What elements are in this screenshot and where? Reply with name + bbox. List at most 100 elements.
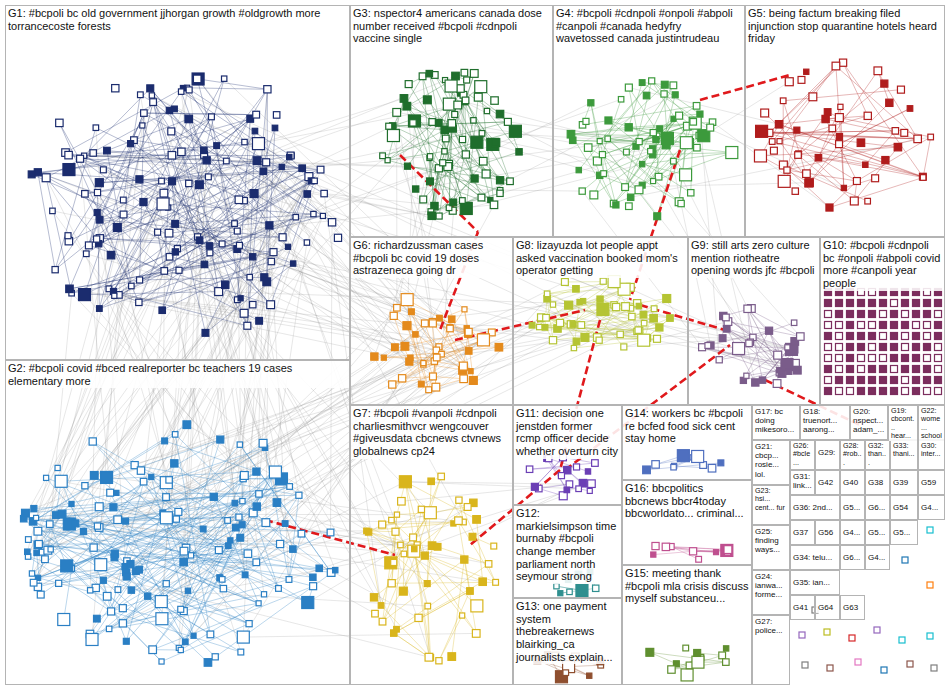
vertex-icon bbox=[169, 178, 176, 185]
vertex-icon bbox=[651, 552, 656, 557]
vertex-icon bbox=[178, 606, 184, 612]
vertex-icon bbox=[744, 373, 749, 378]
vertex-icon bbox=[224, 158, 230, 164]
vertex-icon bbox=[601, 171, 607, 177]
vertex-icon bbox=[719, 335, 726, 342]
vertex-icon bbox=[696, 556, 702, 562]
vertex-icon bbox=[149, 474, 154, 479]
vertex-icon bbox=[175, 508, 182, 515]
vertex-icon bbox=[287, 154, 292, 159]
network-edge bbox=[38, 501, 243, 531]
vertex-icon bbox=[435, 120, 442, 127]
network-edge bbox=[144, 156, 292, 482]
network-edge bbox=[176, 445, 240, 519]
vertex-icon bbox=[389, 517, 395, 523]
vertex-icon bbox=[196, 181, 204, 189]
network-edge bbox=[90, 519, 176, 634]
vertex-icon bbox=[206, 243, 212, 249]
vertex-icon bbox=[469, 377, 477, 385]
vertex-icon bbox=[90, 544, 97, 551]
vertex-icon bbox=[413, 332, 418, 337]
vertex-icon bbox=[365, 529, 371, 535]
vertex-icon bbox=[252, 128, 258, 134]
vertex-icon bbox=[578, 322, 585, 329]
network-edge bbox=[878, 71, 889, 103]
vertex-icon bbox=[457, 85, 464, 92]
network-edge bbox=[405, 482, 424, 556]
network-edge bbox=[427, 481, 431, 583]
network-edge bbox=[119, 295, 469, 351]
vertex-icon bbox=[493, 579, 499, 585]
vertex-icon bbox=[65, 233, 71, 239]
network-edge bbox=[439, 318, 470, 371]
vertex-icon bbox=[526, 466, 532, 472]
vertex-icon bbox=[186, 180, 192, 186]
vertex-icon bbox=[544, 291, 550, 297]
vertex-icon bbox=[636, 303, 641, 308]
vertex-icon bbox=[719, 652, 726, 659]
network-edge bbox=[114, 181, 311, 296]
network-edge bbox=[33, 521, 130, 564]
network-edge bbox=[369, 532, 428, 584]
network-edge bbox=[205, 264, 293, 333]
vertex-icon bbox=[464, 504, 471, 511]
vertex-icon bbox=[766, 327, 773, 334]
network-edge bbox=[99, 181, 162, 244]
vertex-icon bbox=[317, 166, 324, 173]
vertex-icon bbox=[770, 147, 777, 154]
vertex-icon bbox=[829, 125, 836, 132]
network-edge bbox=[46, 178, 111, 255]
vertex-icon bbox=[680, 137, 692, 149]
vertex-icon bbox=[95, 179, 103, 187]
vertex-icon bbox=[809, 93, 817, 101]
vertex-icon bbox=[188, 553, 193, 558]
vertex-icon bbox=[472, 630, 480, 638]
vertex-icon bbox=[418, 381, 424, 387]
network-edge bbox=[571, 134, 614, 203]
vertex-icon bbox=[387, 130, 399, 142]
vertex-icon bbox=[176, 267, 182, 273]
vertex-icon bbox=[693, 103, 700, 110]
network-edge bbox=[90, 472, 256, 591]
vertex-icon bbox=[52, 267, 58, 273]
vertex-icon bbox=[69, 501, 74, 506]
vertex-icon bbox=[240, 472, 248, 480]
network-edge bbox=[459, 500, 496, 582]
vertex-icon bbox=[104, 147, 111, 154]
vertex-icon bbox=[761, 109, 769, 117]
vertex-icon bbox=[617, 331, 623, 337]
vertex-icon bbox=[479, 578, 486, 585]
vertex-icon bbox=[379, 521, 386, 528]
vertex-icon bbox=[822, 115, 829, 122]
vertex-icon bbox=[25, 537, 31, 543]
vertex-icon bbox=[185, 115, 193, 123]
vertex-icon bbox=[112, 85, 119, 92]
network-edge bbox=[187, 88, 291, 156]
vertex-icon bbox=[172, 432, 178, 438]
network-edge bbox=[89, 245, 271, 304]
vertex-icon bbox=[50, 208, 55, 213]
network-edge bbox=[597, 299, 666, 338]
vertex-icon bbox=[623, 149, 629, 155]
network-edge bbox=[423, 76, 435, 206]
vertex-icon bbox=[58, 614, 70, 626]
vertex-icon bbox=[273, 112, 280, 119]
network-edge bbox=[409, 362, 470, 372]
vertex-icon bbox=[403, 322, 411, 330]
network-edge bbox=[765, 113, 844, 188]
vertex-icon bbox=[145, 593, 151, 599]
vertex-icon bbox=[316, 565, 322, 571]
vertex-icon bbox=[410, 120, 416, 126]
vertex-icon bbox=[581, 333, 589, 341]
vertex-icon bbox=[427, 154, 432, 159]
network-edge bbox=[198, 237, 271, 305]
vertex-icon bbox=[37, 591, 44, 598]
network-edge bbox=[126, 572, 249, 623]
vertex-icon bbox=[80, 528, 86, 534]
vertex-icon bbox=[430, 373, 437, 380]
vertex-icon bbox=[399, 476, 411, 488]
vertex-icon bbox=[242, 572, 248, 578]
vertex-icon bbox=[459, 198, 465, 204]
vertex-icon bbox=[401, 342, 409, 350]
vertex-icon bbox=[219, 241, 225, 247]
